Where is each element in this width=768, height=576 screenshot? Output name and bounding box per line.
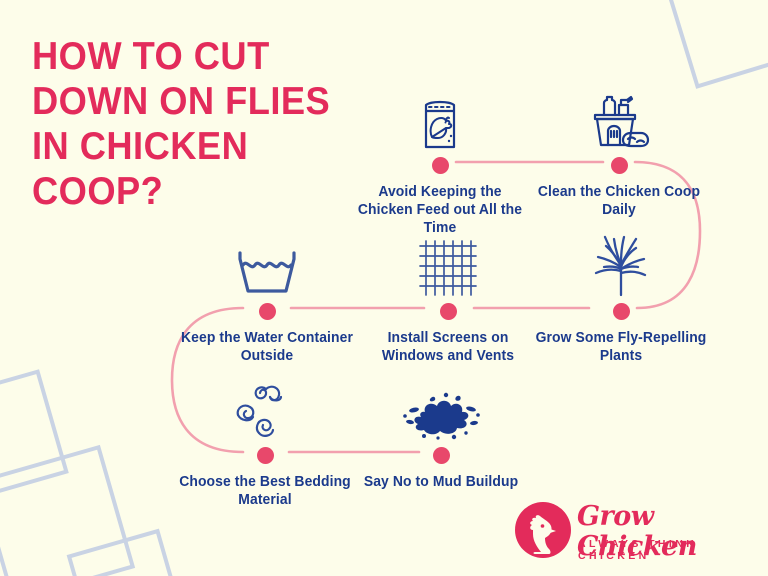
- step-label: Avoid Keeping the Chicken Feed out All t…: [357, 184, 523, 236]
- step-dot: [258, 303, 276, 320]
- mud-splash-icon: [351, 379, 531, 441]
- step-avoid-feed[interactable]: Avoid Keeping the Chicken Feed out All t…: [350, 89, 530, 237]
- wood-shavings-icon: [175, 379, 355, 441]
- step-dot: [439, 303, 457, 320]
- step-bedding-material[interactable]: Choose the Best Bedding Material: [175, 379, 355, 509]
- step-install-screens[interactable]: Install Screens on Windows and Vents: [358, 235, 538, 365]
- step-label: Install Screens on Windows and Vents: [381, 330, 515, 364]
- brand-logo[interactable]: Grow Chicken ALWAYS THINK CHICKEN: [515, 500, 755, 566]
- step-label: Choose the Best Bedding Material: [179, 474, 351, 508]
- feed-bag-icon: [350, 89, 530, 151]
- step-label: Clean the Chicken Coop Daily: [537, 184, 701, 218]
- page-title: How to Cut Down on Flies in Chicken Coop…: [32, 35, 331, 213]
- mesh-screen-icon: [358, 235, 538, 297]
- step-dot: [610, 157, 628, 174]
- step-dot: [431, 157, 449, 174]
- logo-tagline: ALWAYS THINK CHICKEN: [578, 538, 698, 562]
- step-water-outside[interactable]: Keep the Water Container Outside: [177, 235, 357, 365]
- step-dot: [432, 447, 450, 464]
- step-label: Keep the Water Container Outside: [181, 330, 353, 364]
- step-label: Say No to Mud Buildup: [363, 474, 519, 490]
- step-dot: [256, 447, 274, 464]
- step-dot: [612, 303, 630, 320]
- decorative-square-top-right: [661, 0, 768, 89]
- step-no-mud[interactable]: Say No to Mud Buildup: [351, 379, 531, 491]
- chicken-head-icon: [515, 502, 571, 558]
- logo-wordmark: Grow Chicken: [577, 501, 697, 562]
- cleaning-supplies-icon: [529, 89, 709, 151]
- step-fly-repelling-plants[interactable]: Grow Some Fly-Repelling Plants: [531, 235, 711, 365]
- grass-plant-icon: [531, 235, 711, 297]
- step-label: Grow Some Fly-Repelling Plants: [535, 330, 707, 364]
- step-clean-coop[interactable]: Clean the Chicken Coop Daily: [529, 89, 709, 219]
- water-basin-icon: [177, 235, 357, 297]
